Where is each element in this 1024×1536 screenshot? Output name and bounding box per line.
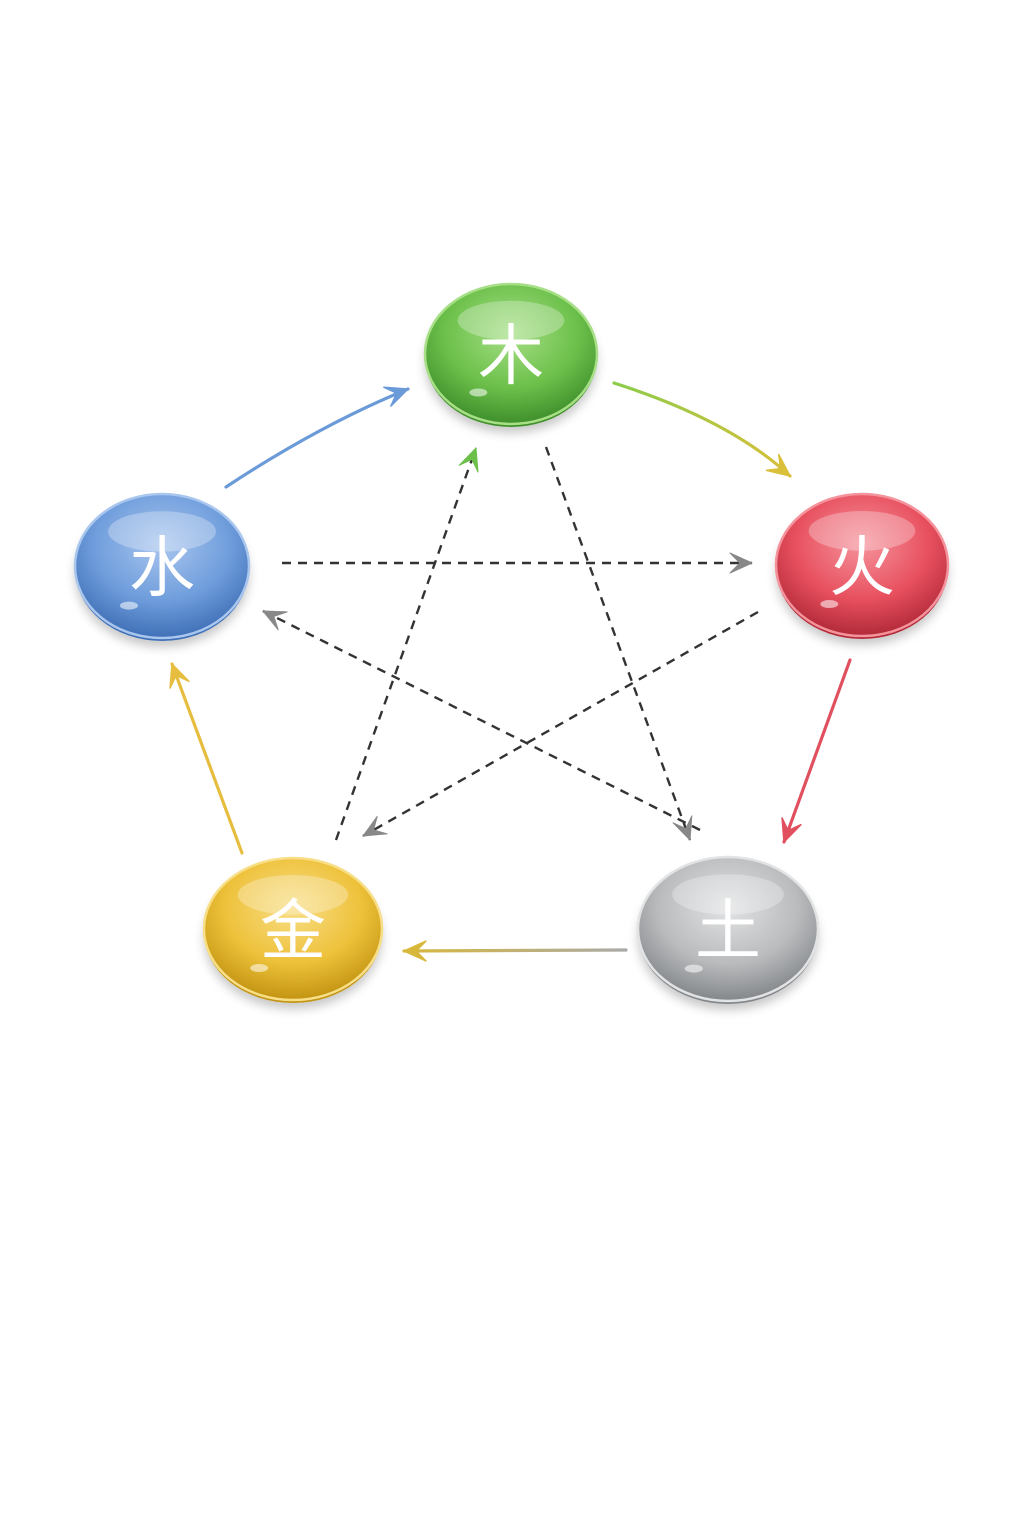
node-label-water: 水 <box>129 530 195 607</box>
control-arrowhead-earth-water <box>262 610 288 631</box>
node-highlight-fire <box>808 511 916 551</box>
generate-arrow-wood-fire <box>612 381 792 478</box>
control-line-metal-wood <box>334 447 478 841</box>
node-disc-wood <box>423 282 599 426</box>
control-line-fire-metal <box>362 610 759 838</box>
generate-arrowhead-earth-metal <box>403 940 427 962</box>
node-disc-earth <box>636 855 820 1003</box>
generate-arrow-water-wood <box>224 386 410 489</box>
generate-arrow-fire-earth <box>781 658 852 844</box>
node-disc-fire <box>774 492 950 638</box>
generate-arrow-metal-water <box>169 662 244 855</box>
node-label-metal: 金 <box>260 893 326 970</box>
control-arrow-water-fire <box>282 552 753 574</box>
node-wood: 木 <box>423 282 599 427</box>
generate-arrowhead-fire-earth <box>781 817 802 843</box>
generate-line-earth-metal <box>402 948 628 953</box>
node-metal: 金 <box>202 856 384 1003</box>
generate-arrow-earth-metal <box>402 940 628 962</box>
control-arrowhead-water-fire <box>729 552 753 574</box>
control-arrow-fire-metal <box>362 610 759 838</box>
node-sparkle-wood <box>469 388 488 397</box>
control-arrowhead-metal-wood <box>458 447 479 473</box>
node-sparkle-metal <box>250 964 269 973</box>
control-arrow-metal-wood <box>334 447 479 841</box>
node-fire: 火 <box>774 492 950 639</box>
generate-arrowhead-water-wood <box>383 386 409 407</box>
node-highlight-wood <box>457 300 565 340</box>
generate-line-wood-fire <box>612 381 792 478</box>
control-line-earth-water <box>262 609 701 832</box>
node-disc-water <box>73 492 251 640</box>
node-disc-metal <box>202 856 384 1002</box>
node-sparkle-fire <box>820 600 839 609</box>
node-sparkle-earth <box>684 964 703 973</box>
node-sparkle-water <box>119 601 138 610</box>
node-highlight-metal <box>237 875 349 915</box>
node-water: 水 <box>73 492 251 641</box>
control-arrowhead-fire-metal <box>362 815 388 837</box>
control-line-wood-earth <box>544 446 692 841</box>
node-label-fire: 火 <box>829 529 895 606</box>
node-highlight-earth <box>672 874 784 915</box>
generate-arrowhead-wood-fire <box>765 453 791 477</box>
control-arrow-wood-earth <box>544 446 693 841</box>
node-earth: 土 <box>636 855 820 1004</box>
controlling-cycle <box>262 446 759 841</box>
control-arrow-earth-water <box>262 609 701 832</box>
generating-cycle <box>169 381 852 962</box>
control-arrowhead-wood-earth <box>672 815 693 841</box>
node-label-wood: 木 <box>478 318 544 395</box>
node-label-earth: 土 <box>695 893 761 970</box>
generate-line-metal-water <box>170 662 244 855</box>
element-nodes: 木火土 金 水 <box>73 282 950 1004</box>
generate-line-water-wood <box>224 387 410 489</box>
generate-arrowhead-metal-water <box>169 663 190 689</box>
node-highlight-water <box>108 511 216 552</box>
generate-line-fire-earth <box>782 658 852 844</box>
